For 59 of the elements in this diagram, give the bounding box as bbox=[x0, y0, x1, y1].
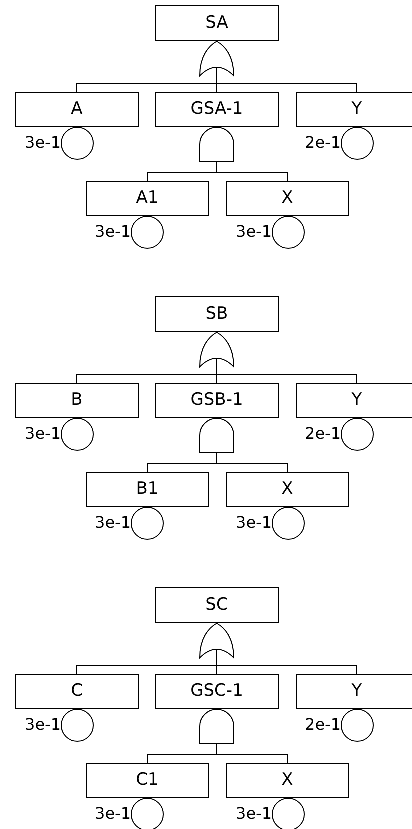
event-label: Y bbox=[352, 392, 362, 409]
probability-label: 3e-1 bbox=[95, 514, 131, 530]
or-gate-symbol bbox=[199, 41, 235, 77]
probability-label: 3e-1 bbox=[236, 224, 272, 240]
basic-event-circle bbox=[341, 709, 374, 742]
and-gate-symbol bbox=[199, 418, 235, 454]
connector-line bbox=[216, 162, 288, 182]
event-box bbox=[86, 472, 209, 507]
event-box bbox=[15, 383, 139, 418]
event-label: SB bbox=[206, 306, 228, 322]
probability-label: 3e-1 bbox=[95, 224, 131, 240]
event-label: SA bbox=[206, 14, 228, 32]
probability-label: 3e-1 bbox=[236, 514, 272, 530]
event-box bbox=[15, 674, 139, 709]
event-label: X bbox=[282, 481, 294, 498]
probability-label: 2e-1 bbox=[305, 716, 341, 732]
probability-label: 2e-1 bbox=[305, 426, 341, 442]
event-box bbox=[226, 472, 349, 507]
event-label: SC bbox=[206, 596, 228, 614]
event-label: Y bbox=[352, 101, 362, 118]
basic-event-circle bbox=[272, 216, 305, 249]
event-label: Y bbox=[352, 683, 362, 700]
event-label: X bbox=[282, 772, 294, 789]
event-box bbox=[86, 181, 209, 216]
event-label: A1 bbox=[136, 190, 159, 207]
connector-line bbox=[216, 452, 288, 472]
and-gate-symbol bbox=[199, 709, 235, 745]
event-label: GSB-1 bbox=[190, 392, 244, 409]
probability-label: 3e-1 bbox=[95, 806, 131, 822]
connector-line bbox=[216, 744, 288, 764]
probability-label: 3e-1 bbox=[236, 806, 272, 822]
event-label: A bbox=[71, 101, 83, 118]
probability-label: 3e-1 bbox=[25, 134, 61, 150]
basic-event-circle bbox=[341, 127, 374, 160]
event-box bbox=[296, 674, 412, 709]
probability-label: 3e-1 bbox=[25, 716, 61, 732]
event-box bbox=[226, 181, 349, 216]
basic-event-circle bbox=[341, 418, 374, 451]
basic-event-circle bbox=[61, 127, 94, 160]
event-label: GSA-1 bbox=[190, 101, 244, 118]
probability-label: 2e-1 bbox=[305, 134, 341, 150]
event-label: GSC-1 bbox=[190, 683, 244, 700]
event-label: C1 bbox=[136, 772, 159, 789]
basic-event-circle bbox=[131, 216, 164, 249]
event-label: B bbox=[71, 392, 83, 409]
or-gate-symbol bbox=[199, 332, 235, 368]
event-box bbox=[296, 383, 412, 418]
event-label: X bbox=[282, 190, 294, 207]
basic-event-circle bbox=[61, 418, 94, 451]
probability-label: 3e-1 bbox=[25, 426, 61, 442]
event-box bbox=[15, 92, 139, 127]
event-box bbox=[296, 92, 412, 127]
basic-event-circle bbox=[131, 507, 164, 540]
event-label: B1 bbox=[136, 481, 159, 498]
or-gate-symbol bbox=[199, 623, 235, 659]
basic-event-circle bbox=[61, 709, 94, 742]
basic-event-circle bbox=[272, 507, 305, 540]
and-gate-symbol bbox=[199, 127, 235, 163]
event-label: C bbox=[71, 683, 83, 700]
